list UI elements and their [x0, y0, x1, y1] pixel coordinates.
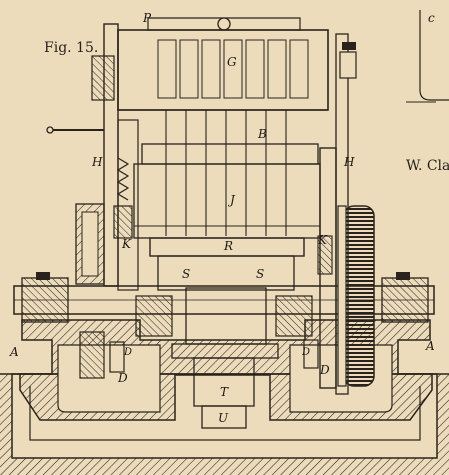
label-h-right: H — [344, 155, 355, 169]
label-p: P — [143, 11, 152, 25]
label-k-right: K — [318, 233, 327, 247]
label-d1-left: D — [124, 347, 133, 358]
label-a-right: A — [426, 339, 435, 353]
column-T — [171, 287, 279, 429]
label-u: U — [218, 411, 229, 425]
label-b: B — [258, 127, 267, 141]
label-a-left: A — [10, 345, 19, 359]
die-cells — [157, 39, 309, 99]
corner-detail-c — [406, 10, 449, 103]
label-s-right: S — [256, 267, 265, 281]
label-r: R — [224, 239, 234, 253]
label-s-left: S — [182, 267, 191, 281]
label-c: c — [428, 11, 435, 25]
label-d1-right: D — [302, 347, 311, 358]
label-j: J — [230, 193, 235, 207]
main-shaft — [13, 272, 435, 337]
eccentric-D — [79, 331, 319, 379]
label-k-left: K — [122, 237, 131, 251]
figure-label: Fig. 15. — [44, 40, 99, 56]
ram-R — [149, 237, 305, 291]
label-h-left: H — [92, 155, 103, 169]
label-t: T — [220, 385, 229, 399]
die-head-G — [117, 17, 329, 111]
author-text: W. Clau — [406, 158, 449, 174]
label-g: G — [227, 55, 237, 69]
flywheel-gear — [337, 205, 375, 387]
left-frame-column — [46, 23, 139, 291]
right-frame-column — [317, 33, 357, 395]
label-d-left: D — [118, 371, 128, 385]
plunger-rods-B — [133, 110, 321, 239]
label-d-right: D — [320, 363, 330, 377]
